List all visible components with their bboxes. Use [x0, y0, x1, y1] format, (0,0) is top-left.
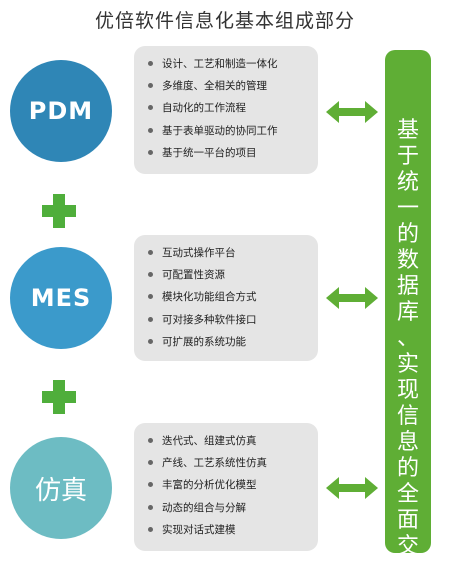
feature-item: 多维度、全相关的管理	[134, 74, 318, 96]
feature-text: 迭代式、组建式仿真	[162, 434, 257, 447]
unified-database-bar: 基 于 统 一 的 数 据 库 、 实 现 信 息 的 全 面 交 互	[385, 50, 431, 585]
bar-char: 据	[396, 274, 419, 299]
feature-text: 互动式操作平台	[162, 246, 236, 259]
feature-item: 模块化功能组合方式	[134, 286, 318, 308]
feature-item: 可配置性资源	[134, 263, 318, 285]
simulation-circle: 仿真	[10, 437, 112, 539]
double-arrow-icon	[326, 101, 378, 123]
bar-char: 面	[396, 508, 419, 533]
bar-char: 息	[396, 430, 419, 455]
plus-icon	[38, 376, 80, 418]
bullet-icon	[148, 127, 153, 133]
bar-char: 全	[396, 482, 419, 507]
feature-text: 动态的组合与分解	[162, 501, 246, 514]
feature-text: 设计、工艺和制造一体化	[162, 57, 278, 70]
bullet-icon	[148, 482, 153, 488]
bar-char: 、	[396, 326, 419, 351]
feature-item: 基于统一平台的项目	[134, 141, 318, 163]
feature-item: 可对接多种软件接口	[134, 308, 318, 330]
bullet-icon	[148, 249, 153, 255]
bullet-icon	[148, 504, 153, 510]
feature-item: 自动化的工作流程	[134, 97, 318, 119]
feature-item: 产线、工艺系统性仿真	[134, 451, 318, 473]
unified-database-text: 基 于 统 一 的 数 据 库 、 实 现 信 息 的 全 面 交 互	[385, 118, 431, 586]
feature-item: 丰富的分析优化模型	[134, 474, 318, 496]
feature-item: 基于表单驱动的协同工作	[134, 119, 318, 141]
feature-text: 可配置性资源	[162, 268, 225, 281]
double-arrow-icon	[326, 287, 378, 309]
bullet-icon	[148, 294, 153, 300]
feature-text: 丰富的分析优化模型	[162, 479, 257, 492]
feature-text: 可对接多种软件接口	[162, 313, 257, 326]
feature-text: 可扩展的系统功能	[162, 335, 246, 348]
feature-text: 实现对话式建模	[162, 523, 236, 536]
bar-char: 互	[396, 560, 419, 585]
feature-item: 实现对话式建模	[134, 518, 318, 540]
mes-circle: MES	[10, 247, 112, 349]
bullet-icon	[148, 271, 153, 277]
feature-item: 设计、工艺和制造一体化	[134, 52, 318, 74]
bar-char: 基	[396, 118, 419, 143]
pdm-circle: PDM	[10, 60, 112, 162]
bar-char: 于	[396, 144, 419, 169]
bullet-icon	[148, 526, 153, 532]
feature-item: 互动式操作平台	[134, 241, 318, 263]
bullet-icon	[148, 149, 153, 155]
double-arrow-icon	[326, 477, 378, 499]
bar-char: 信	[396, 404, 419, 429]
feature-item: 可扩展的系统功能	[134, 330, 318, 352]
feature-text: 基于统一平台的项目	[162, 146, 257, 159]
feature-item: 动态的组合与分解	[134, 496, 318, 518]
feature-text: 多维度、全相关的管理	[162, 79, 267, 92]
bar-char: 库	[396, 300, 419, 325]
bar-char: 现	[396, 378, 419, 403]
simulation-feature-panel: 迭代式、组建式仿真 产线、工艺系统性仿真 丰富的分析优化模型 动态的组合与分解 …	[134, 423, 318, 551]
bar-char: 的	[396, 456, 419, 481]
bullet-icon	[148, 338, 153, 344]
bar-char: 的	[396, 222, 419, 247]
plus-icon	[38, 190, 80, 232]
bullet-icon	[148, 105, 153, 111]
bullet-icon	[148, 316, 153, 322]
bullet-icon	[148, 82, 153, 88]
bar-char: 统	[396, 170, 419, 195]
bar-char: 一	[396, 196, 419, 221]
feature-text: 模块化功能组合方式	[162, 291, 257, 304]
feature-text: 产线、工艺系统性仿真	[162, 456, 267, 469]
bar-char: 实	[396, 352, 419, 377]
feature-text: 基于表单驱动的协同工作	[162, 124, 278, 137]
bar-char: 数	[396, 248, 419, 273]
feature-item: 迭代式、组建式仿真	[134, 429, 318, 451]
pdm-feature-panel: 设计、工艺和制造一体化 多维度、全相关的管理 自动化的工作流程 基于表单驱动的协…	[134, 46, 318, 174]
bullet-icon	[148, 437, 153, 443]
feature-text: 自动化的工作流程	[162, 102, 246, 115]
bullet-icon	[148, 60, 153, 66]
mes-feature-panel: 互动式操作平台 可配置性资源 模块化功能组合方式 可对接多种软件接口 可扩展的系…	[134, 235, 318, 361]
page-title: 优倍软件信息化基本组成部分	[94, 10, 355, 32]
bar-char: 交	[396, 534, 419, 559]
bullet-icon	[148, 459, 153, 465]
